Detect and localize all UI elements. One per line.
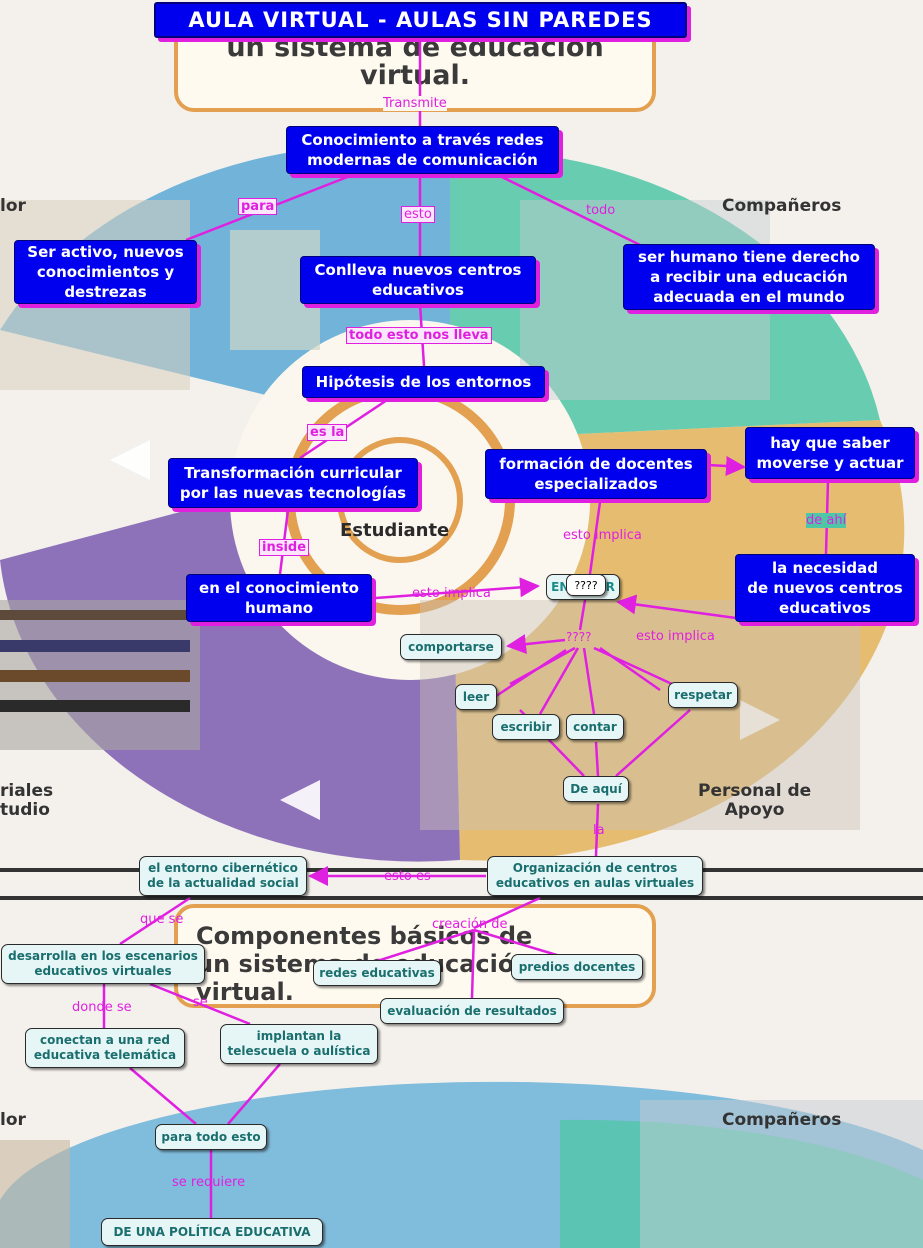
corner-label-tl: lor (0, 196, 26, 216)
link-label-esto-es: esto es (384, 869, 431, 884)
node-en-el-conocimiento[interactable]: en el conocimiento humano (186, 574, 372, 622)
node-comportarse[interactable]: comportarse (400, 634, 502, 660)
corner-label-br: Personal de Apoyo (698, 781, 812, 820)
node-de-aqui[interactable]: De aquí (563, 776, 629, 802)
node-leer[interactable]: leer (455, 684, 497, 710)
link-label-inside: inside (259, 539, 310, 556)
link-label-esto: esto (401, 206, 435, 223)
node-respetar[interactable]: respetar (668, 682, 738, 708)
link-label-se-requiere: se requiere (172, 1175, 246, 1190)
node-ser-humano[interactable]: ser humano tiene derecho a recibir una e… (623, 244, 875, 310)
link-label-que-se: que se (140, 912, 184, 927)
node-implantan[interactable]: implantan la telescuela o aulística (220, 1024, 378, 1064)
link-label-todo-esto-nos-lleva: todo esto nos lleva (346, 327, 492, 344)
node-ser-activo[interactable]: Ser activo, nuevos conocimientos y destr… (14, 240, 197, 304)
link-label-creacion-de: creación de (432, 917, 508, 932)
corner-label-tl2: lor (0, 1110, 26, 1130)
node-escribir[interactable]: escribir (492, 714, 560, 740)
node-conlleva[interactable]: Conlleva nuevos centros educativos (300, 256, 536, 304)
corner-label-tr: Compañeros (722, 196, 842, 216)
node-evaluacion[interactable]: evaluación de resultados (380, 998, 564, 1024)
node-entorno[interactable]: el entorno cibernético de la actualidad … (139, 856, 307, 896)
node-conocimiento[interactable]: Conocimiento a través redes modernas de … (286, 126, 559, 174)
link-label-se: se (193, 995, 208, 1010)
node-ensenar-overlay[interactable]: ???? (566, 574, 606, 596)
map-title: AULA VIRTUAL - AULAS SIN PAREDES (154, 2, 687, 38)
ring-text-estudiante: Estudiante (340, 520, 450, 541)
node-transformacion[interactable]: Transformación curricular por las nuevas… (168, 458, 418, 508)
link-label-transmite: Transmite (383, 96, 447, 111)
corner-label-bl: riales tudio (0, 781, 54, 820)
link-label-donde-se: donde se (72, 1000, 132, 1015)
link-label-de-ahi: de ahí (806, 513, 847, 528)
node-predios[interactable]: predios docentes (511, 954, 643, 980)
node-hay-que[interactable]: hay que saber moverse y actuar (745, 427, 915, 479)
corner-label-tr2: Compañeros (722, 1110, 842, 1130)
node-contar[interactable]: contar (566, 714, 624, 740)
node-redes[interactable]: redes educativas (313, 960, 441, 986)
node-politica[interactable]: DE UNA POLÍTICA EDUCATIVA (101, 1218, 323, 1246)
node-conectan[interactable]: conectan a una red educativa telemática (25, 1028, 185, 1068)
link-label-esto-implica-2: esto implica (563, 528, 642, 543)
node-para-todo[interactable]: para todo esto (155, 1124, 267, 1150)
node-organizacion[interactable]: Organización de centros educativos en au… (487, 856, 703, 896)
node-desarrolla[interactable]: desarrolla en los escenarios educativos … (1, 944, 205, 984)
banner-top-text: un sistema de educación virtual. (226, 32, 604, 91)
link-label-la: la (593, 823, 605, 838)
link-label-todo: todo (586, 203, 616, 218)
link-label-esto-implica-3: esto implica (636, 629, 715, 644)
node-la-necesidad[interactable]: la necesidad de nuevos centros educativo… (735, 554, 915, 622)
node-formacion[interactable]: formación de docentes especializados (485, 449, 707, 499)
node-hipotesis[interactable]: Hipótesis de los entornos (302, 366, 545, 398)
link-label-para: para (238, 198, 278, 215)
link-label-esto-implica-1: esto implica (412, 586, 491, 601)
link-label-es-la: es la (307, 424, 348, 441)
link-label-qq: ???? (566, 630, 592, 644)
